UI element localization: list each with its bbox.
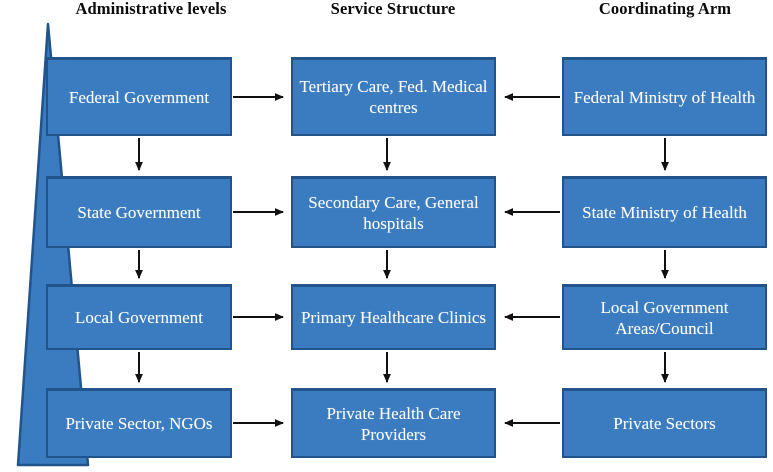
node-label: Federal Ministry of Health bbox=[573, 87, 756, 107]
node-federal-government[interactable]: Federal Government bbox=[46, 57, 232, 136]
node-label: Local Government Areas/Council bbox=[600, 297, 729, 338]
node-label: Secondary Care, General hospitals bbox=[308, 192, 479, 233]
node-label: Tertiary Care, Fed. Medical centres bbox=[299, 77, 488, 117]
node-label: Private Sectors bbox=[613, 414, 716, 433]
column-header-coordinating-arm: Coordinating Arm bbox=[598, 0, 732, 18]
node-state-government[interactable]: State Government bbox=[46, 176, 232, 248]
node-tertiary-care[interactable]: Tertiary Care, Fed. Medical centres bbox=[291, 57, 496, 136]
node-label: Federal Government bbox=[68, 87, 210, 107]
node-label: Private Health Care Providers bbox=[326, 403, 461, 444]
node-federal-ministry-of-health[interactable]: Federal Ministry of Health bbox=[562, 57, 767, 136]
column-header-administrative-levels: Administrative levels bbox=[75, 0, 227, 18]
node-local-government-areas-council[interactable]: Local Government Areas/Council bbox=[562, 284, 767, 350]
node-private-health-care-providers[interactable]: Private Health Care Providers bbox=[291, 388, 496, 458]
node-primary-healthcare-clinics[interactable]: Primary Healthcare Clinics bbox=[291, 284, 496, 350]
node-label: Private Sector, NGOs bbox=[65, 414, 213, 433]
node-private-sectors[interactable]: Private Sectors bbox=[562, 388, 767, 458]
node-private-sector-ngos[interactable]: Private Sector, NGOs bbox=[46, 388, 232, 458]
column-header-service-structure: Service Structure bbox=[330, 0, 456, 18]
node-label: State Government bbox=[77, 203, 201, 222]
node-label: Primary Healthcare Clinics bbox=[300, 308, 487, 327]
node-local-government[interactable]: Local Government bbox=[46, 284, 232, 350]
node-secondary-care[interactable]: Secondary Care, General hospitals bbox=[291, 176, 496, 248]
node-state-ministry-of-health[interactable]: State Ministry of Health bbox=[562, 176, 767, 248]
node-label: Local Government bbox=[75, 308, 203, 327]
node-label: State Ministry of Health bbox=[582, 203, 747, 222]
